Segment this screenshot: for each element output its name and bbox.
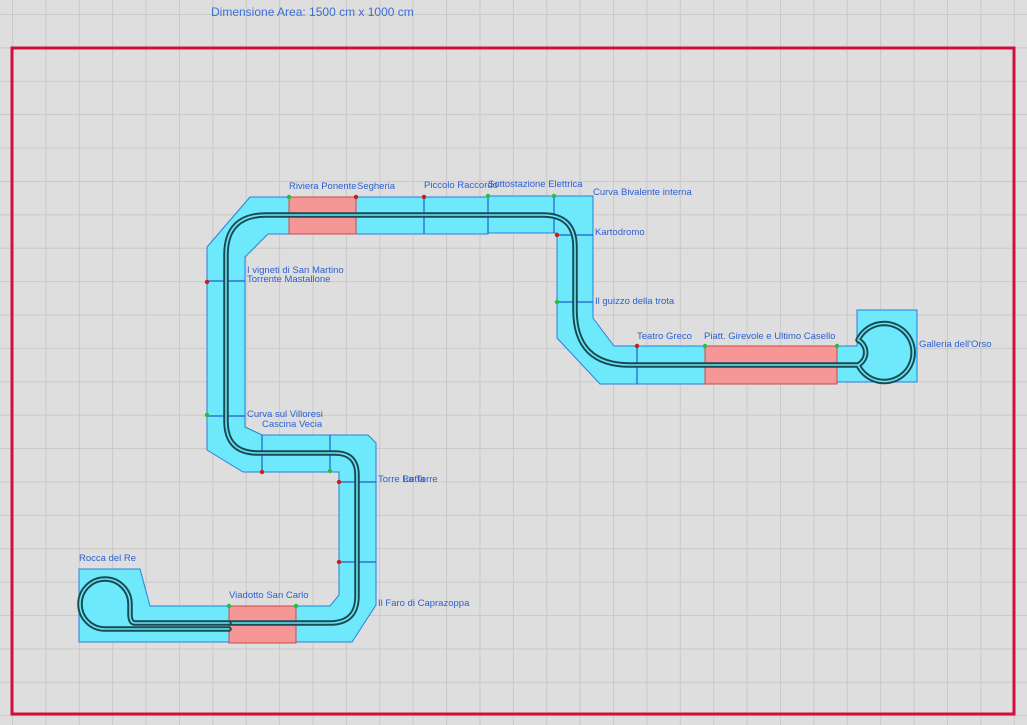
connectors (204, 193, 840, 609)
area-dimension-caption: Dimensione Area: 1500 cm x 1000 cm (211, 5, 414, 19)
label-piattaforma-girevole: Piatt. Girevole e Ultimo Casello (704, 331, 835, 342)
label-cascina-vecia: Cascina Vecia (262, 419, 323, 430)
label-i-vigneti: I vigneti di San Martino (247, 265, 344, 276)
piece-labels: Riviera Ponente Segheria Piccolo Raccord… (79, 179, 992, 609)
track-piece-guizzo-trota[interactable] (556, 301, 638, 385)
connector-dot[interactable] (293, 603, 299, 609)
connector-dot[interactable] (226, 603, 232, 609)
connector-dot[interactable] (554, 299, 560, 305)
connector-dot[interactable] (554, 232, 560, 238)
label-il-faro-di-caprazoppa: Il Faro di Caprazoppa (378, 598, 470, 609)
label-teatro-greco: Teatro Greco (637, 331, 692, 342)
connector-dot[interactable] (353, 194, 359, 200)
label-torre-rotta: Torre Rotta (378, 474, 426, 485)
track-rails (77, 212, 916, 632)
connector-dot[interactable] (204, 279, 210, 285)
connector-dot[interactable] (421, 194, 427, 200)
connector-dot[interactable] (485, 193, 491, 199)
label-viadotto-san-carlo: Viadotto San Carlo (229, 590, 309, 601)
track-pads (78, 195, 918, 644)
connector-dot[interactable] (551, 193, 557, 199)
connector-dot[interactable] (259, 469, 265, 475)
area-border (10, 46, 1016, 716)
connector-dot[interactable] (634, 343, 640, 349)
label-kartodromo: Kartodromo (595, 227, 645, 238)
label-curva-sul-villoresi: Curva sul Villoresi (247, 409, 323, 420)
label-riviera-ponente: Riviera Ponente (289, 181, 357, 192)
label-il-guizzo-della-trota: Il guizzo della trota (595, 296, 675, 307)
track-piece-faro[interactable] (295, 561, 377, 643)
connector-dot[interactable] (286, 194, 292, 200)
label-torrente-mastallone: Torrente Mastallone (247, 274, 330, 285)
label-la-torre: La Torre (403, 474, 438, 485)
connector-dot[interactable] (834, 343, 840, 349)
label-curva-bivalente-interna: Curva Bivalente interna (593, 187, 692, 198)
connector-dot[interactable] (702, 343, 708, 349)
label-galleria-dell-orso: Galleria dell'Orso (919, 339, 992, 350)
label-sottostazione-elettrica: Sottostazione Elettrica (488, 179, 583, 190)
label-segheria: Segheria (357, 181, 396, 192)
label-rocca-del-re: Rocca del Re (79, 553, 136, 564)
connector-dot[interactable] (327, 468, 333, 474)
connector-dot[interactable] (336, 479, 342, 485)
connector-dot[interactable] (336, 559, 342, 565)
connector-dot[interactable] (204, 412, 210, 418)
label-piccolo-raccordo: Piccolo Raccordo (424, 180, 498, 191)
